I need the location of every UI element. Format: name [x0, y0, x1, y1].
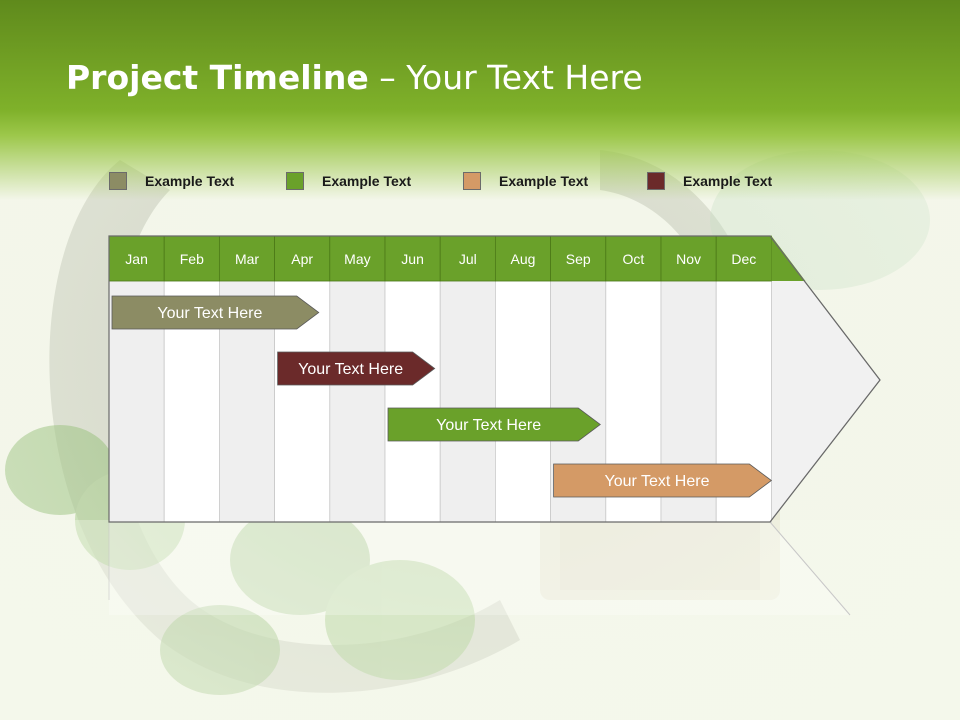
month-column — [439, 280, 496, 523]
month-header-cell — [218, 235, 275, 282]
month-header: Jan Feb Mar Apr May Jun Jul Aug Sep Oct Nov Dec — [108, 235, 806, 282]
month-label: May — [344, 251, 370, 267]
legend-item: Example Text — [286, 170, 411, 192]
month-label: Jun — [401, 251, 424, 267]
legend-label: Example Text — [145, 173, 235, 189]
month-header-cell — [274, 235, 331, 282]
month-column — [384, 280, 441, 523]
timeline-bar-label: Your Text Here — [157, 305, 262, 322]
legend-swatch — [463, 172, 481, 190]
month-label: Oct — [623, 251, 645, 267]
legend-item: Example Text — [463, 170, 588, 192]
month-column — [494, 280, 551, 523]
timeline-bar-label: Your Text Here — [605, 473, 710, 490]
timeline-bar — [277, 351, 436, 386]
legend-swatch — [286, 172, 304, 190]
month-header-cell — [329, 235, 386, 282]
title-bold: Project Timeline — [66, 58, 369, 97]
legend-item: Example Text — [647, 170, 772, 192]
month-label: Jan — [125, 251, 148, 267]
legend-label: Example Text — [322, 173, 412, 189]
month-header-cell — [605, 235, 662, 282]
month-label: Sep — [566, 251, 591, 267]
timeline-bar — [553, 463, 773, 498]
header-arrow-tip — [771, 236, 806, 281]
month-column — [329, 280, 386, 523]
month-header-cell — [439, 235, 496, 282]
legend-label: Example Text — [499, 173, 589, 189]
page-title: Project Timeline – Your Text Here — [66, 58, 643, 97]
legend-swatch — [109, 172, 127, 190]
month-label: Apr — [291, 251, 313, 267]
month-label: Mar — [235, 251, 259, 267]
timeline-bar-label: Your Text Here — [298, 361, 403, 378]
month-label: Dec — [731, 251, 756, 267]
month-label: Nov — [676, 251, 701, 267]
timeline-bar-label: Your Text Here — [436, 417, 541, 434]
legend-label: Example Text — [683, 173, 773, 189]
timeline-bar — [111, 295, 320, 330]
legend-item: Example Text — [109, 170, 234, 192]
timeline-bar — [387, 407, 601, 442]
legend-swatch — [647, 172, 665, 190]
month-label: Jul — [459, 251, 477, 267]
title-subtitle: – Your Text Here — [368, 58, 643, 97]
month-label: Feb — [180, 251, 204, 267]
header-band — [0, 0, 960, 200]
month-header-cell — [163, 235, 220, 282]
month-header-cell — [384, 235, 441, 282]
month-label: Aug — [511, 251, 536, 267]
timeline-reflection — [109, 522, 850, 615]
